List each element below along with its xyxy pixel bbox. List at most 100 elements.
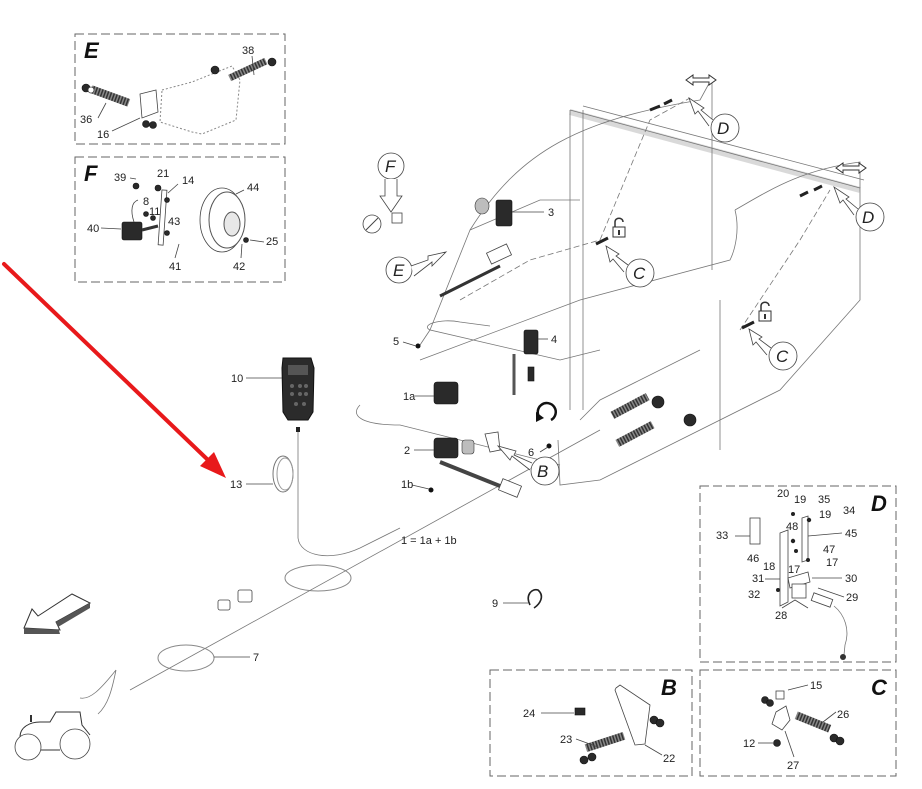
handheld-controller-10 — [281, 357, 315, 421]
callout-22: 22 — [663, 753, 675, 765]
callout-4: 4 — [551, 334, 557, 346]
travel-direction-arrow — [23, 593, 92, 634]
detail-f-title: F — [84, 161, 98, 186]
tractor-icon — [14, 711, 91, 761]
callout-17a: 17 — [788, 564, 800, 576]
callout-44: 44 — [247, 182, 259, 194]
svg-text:D: D — [717, 119, 729, 138]
bubble-d-lower: D — [833, 185, 885, 232]
detail-box-c: C 15 26 12 27 — [699, 669, 897, 777]
callout-18: 18 — [763, 561, 775, 573]
callout-31: 31 — [752, 573, 764, 585]
callout-8: 8 — [143, 196, 149, 208]
callout-16: 16 — [97, 129, 109, 141]
callout-32: 32 — [748, 589, 760, 601]
sensor-40 — [121, 221, 143, 241]
bolt-36 — [81, 83, 131, 107]
bubble-f: F — [362, 152, 405, 234]
lock-icon — [612, 217, 626, 238]
callout-21: 21 — [157, 168, 169, 180]
svg-text:E: E — [393, 261, 405, 280]
svg-text:B: B — [537, 462, 548, 481]
callout-13: 13 — [230, 479, 242, 491]
callout-2: 2 — [404, 445, 410, 457]
callout-33: 33 — [716, 530, 728, 542]
callout-48: 48 — [786, 521, 798, 533]
callout-36: 36 — [80, 114, 92, 126]
callout-46: 46 — [747, 553, 759, 565]
detail-e-title: E — [84, 38, 100, 63]
svg-text:D: D — [862, 208, 874, 227]
callout-43: 43 — [168, 216, 180, 228]
plate-16 — [139, 89, 159, 119]
callout-9: 9 — [492, 598, 498, 610]
callout-17b: 17 — [826, 557, 838, 569]
detail-d-title: D — [871, 491, 887, 516]
svg-text:C: C — [776, 347, 789, 366]
bubble-d-upper: D — [688, 96, 740, 143]
callout-11: 11 — [149, 206, 160, 218]
bubble-c-lower: C — [748, 328, 798, 371]
callout-1b: 1b — [401, 479, 413, 491]
detail-box-e: E 36 16 38 — [74, 33, 286, 145]
direction-arrow-right — [835, 162, 867, 174]
disc-44 — [199, 187, 246, 253]
callout-12: 12 — [743, 738, 755, 750]
direction-arrow-top — [685, 74, 717, 86]
callout-29: 29 — [846, 592, 858, 604]
callout-23: 23 — [560, 734, 572, 746]
callout-7: 7 — [253, 652, 259, 664]
plate-33 — [749, 517, 761, 545]
svg-text:F: F — [385, 157, 397, 176]
sensor-4 — [512, 329, 539, 395]
callout-19a: 19 — [794, 494, 806, 506]
bracket-45 — [801, 515, 809, 563]
callout-10: 10 — [231, 373, 243, 385]
detail-box-d: D 33 20 19 35 19 34 48 45 46 47 18 17 17… — [699, 485, 897, 663]
bracket-27 — [771, 705, 791, 731]
callout-30: 30 — [845, 573, 857, 585]
callout-26: 26 — [837, 709, 849, 721]
callout-34: 34 — [843, 505, 855, 517]
svg-text:C: C — [633, 264, 646, 283]
detail-c-title: C — [871, 675, 888, 700]
connector-plug — [217, 589, 253, 611]
sensor-3 — [474, 197, 513, 227]
callout-25: 25 — [266, 236, 278, 248]
callout-6: 6 — [528, 447, 534, 459]
callout-14: 14 — [182, 175, 194, 187]
detail-box-f: F 39 21 14 8 11 40 43 41 44 25 42 — [74, 156, 286, 283]
formula-note: 1 = 1a + 1b — [401, 535, 457, 547]
callout-45: 45 — [845, 528, 857, 540]
callout-40: 40 — [87, 223, 99, 235]
callout-1a: 1a — [403, 391, 416, 403]
bolt-38 — [210, 57, 277, 82]
plate-22 — [614, 684, 651, 746]
detail-box-b: B 24 23 22 — [489, 669, 693, 777]
highlight-arrow — [2, 262, 226, 478]
callout-28: 28 — [775, 610, 787, 622]
callout-15: 15 — [810, 680, 822, 692]
controller-1a — [433, 381, 459, 405]
callout-3: 3 — [548, 207, 554, 219]
detail-b-title: B — [661, 675, 677, 700]
actuator-1b — [439, 460, 523, 498]
callout-5: 5 — [393, 336, 399, 348]
callout-47: 47 — [823, 544, 835, 556]
callout-39: 39 — [114, 172, 126, 184]
baler-housing — [129, 77, 865, 691]
callout-24: 24 — [523, 708, 535, 720]
lock-icon — [758, 301, 772, 322]
bubble-c-upper: C — [605, 245, 655, 288]
callout-20: 20 — [777, 488, 789, 500]
actuator — [439, 243, 513, 298]
bubble-b: B — [496, 445, 560, 486]
bubble-e: E — [385, 251, 448, 284]
rotation-icon — [536, 401, 558, 422]
callout-19b: 19 — [819, 509, 831, 521]
controller-2 — [433, 431, 501, 459]
callout-42: 42 — [233, 261, 245, 273]
callout-35: 35 — [818, 494, 830, 506]
hook-9 — [527, 588, 543, 609]
